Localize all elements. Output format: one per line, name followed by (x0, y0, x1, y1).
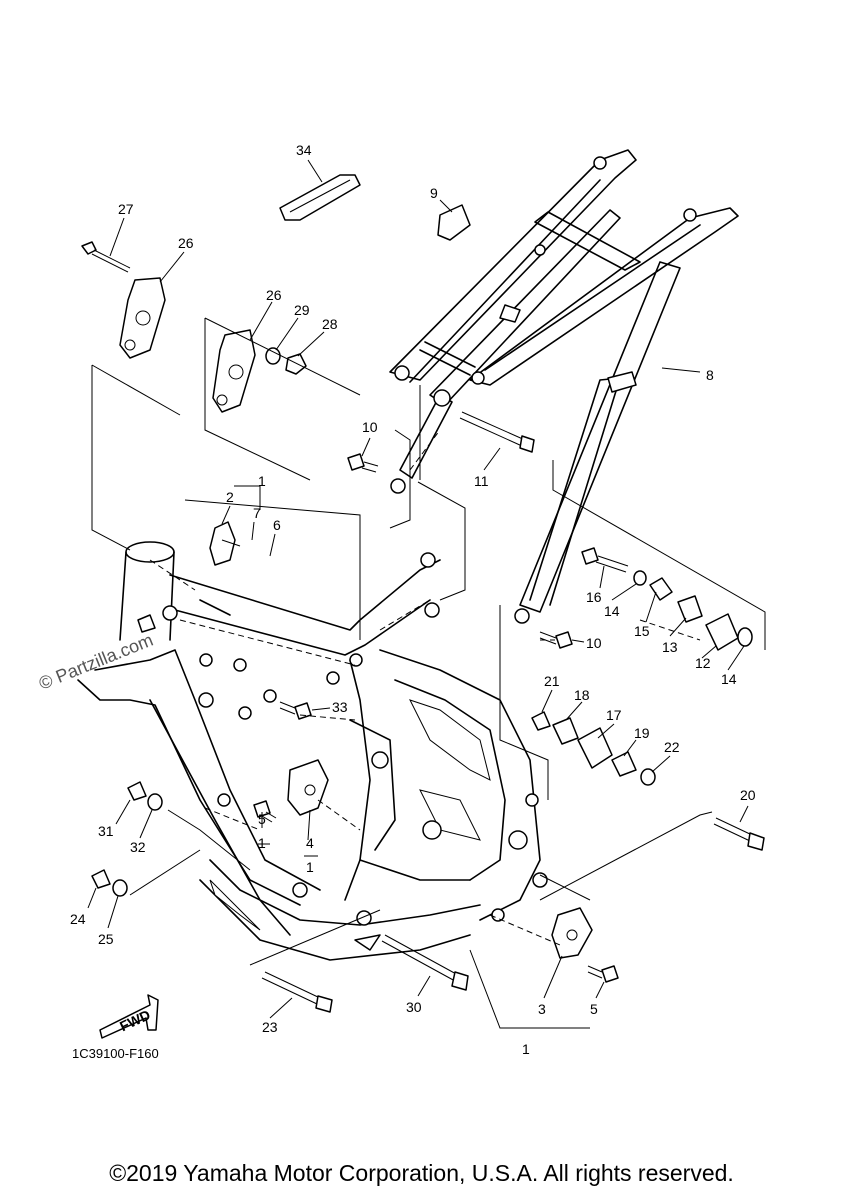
callout-1: 1 (306, 859, 314, 875)
hardware (91, 570, 753, 897)
callout-23: 23 (262, 1019, 278, 1035)
callout-17: 17 (606, 707, 622, 723)
bolts (253, 411, 765, 1013)
callout-24: 24 (70, 911, 86, 927)
callout-28: 28 (322, 316, 338, 332)
callout-33: 33 (332, 699, 348, 715)
assembly-guides (87, 159, 766, 1029)
diagram-code: 1C39100-F160 (72, 1046, 159, 1061)
callout-34: 34 (296, 142, 312, 158)
callout-30: 30 (406, 999, 422, 1015)
part-9-block (437, 204, 471, 241)
callout-13: 13 (662, 639, 678, 655)
callout-5: 5 (258, 811, 266, 827)
callout-1: 1 (258, 473, 266, 489)
clamp-2 (209, 521, 241, 566)
callout-labels: 34 9 27 26 26 29 28 8 10 11 1 2 7 6 16 1… (70, 142, 756, 1057)
callout-21: 21 (544, 673, 560, 689)
callout-20: 20 (740, 787, 756, 803)
plate-3 (551, 907, 593, 959)
callout-5: 5 (590, 1001, 598, 1017)
callout-14: 14 (604, 603, 620, 619)
callout-26: 26 (178, 235, 194, 251)
callout-1: 1 (522, 1041, 530, 1057)
callout-8: 8 (706, 367, 714, 383)
callout-27: 27 (118, 201, 134, 217)
callout-6: 6 (273, 517, 281, 533)
callout-2: 2 (226, 489, 234, 505)
callout-26: 26 (266, 287, 282, 303)
fwd-arrow: FWD (99, 994, 159, 1039)
callout-22: 22 (664, 739, 680, 755)
main-frame (77, 541, 548, 961)
callout-1: 1 (258, 835, 266, 851)
callout-18: 18 (574, 687, 590, 703)
callout-3: 3 (538, 1001, 546, 1017)
part-34-bracket (279, 174, 361, 221)
callout-12: 12 (695, 655, 711, 671)
callout-11: 11 (474, 473, 489, 489)
callout-9: 9 (430, 185, 438, 201)
callout-31: 31 (98, 823, 114, 839)
callout-4: 4 (306, 835, 314, 851)
rear-subframe (389, 149, 739, 624)
callout-15: 15 (634, 623, 650, 639)
callout-16: 16 (586, 589, 602, 605)
callout-7: 7 (253, 505, 261, 521)
callout-14: 14 (721, 671, 737, 687)
engine-brackets (81, 241, 307, 413)
callout-32: 32 (130, 839, 146, 855)
callout-25: 25 (98, 931, 114, 947)
callout-19: 19 (634, 725, 650, 741)
callout-10: 10 (586, 635, 602, 651)
copyright-notice: ©2019 Yamaha Motor Corporation, U.S.A. A… (109, 1160, 734, 1186)
callout-10: 10 (362, 419, 378, 435)
callout-29: 29 (294, 302, 310, 318)
engine-mount-plate-4 (287, 759, 329, 816)
